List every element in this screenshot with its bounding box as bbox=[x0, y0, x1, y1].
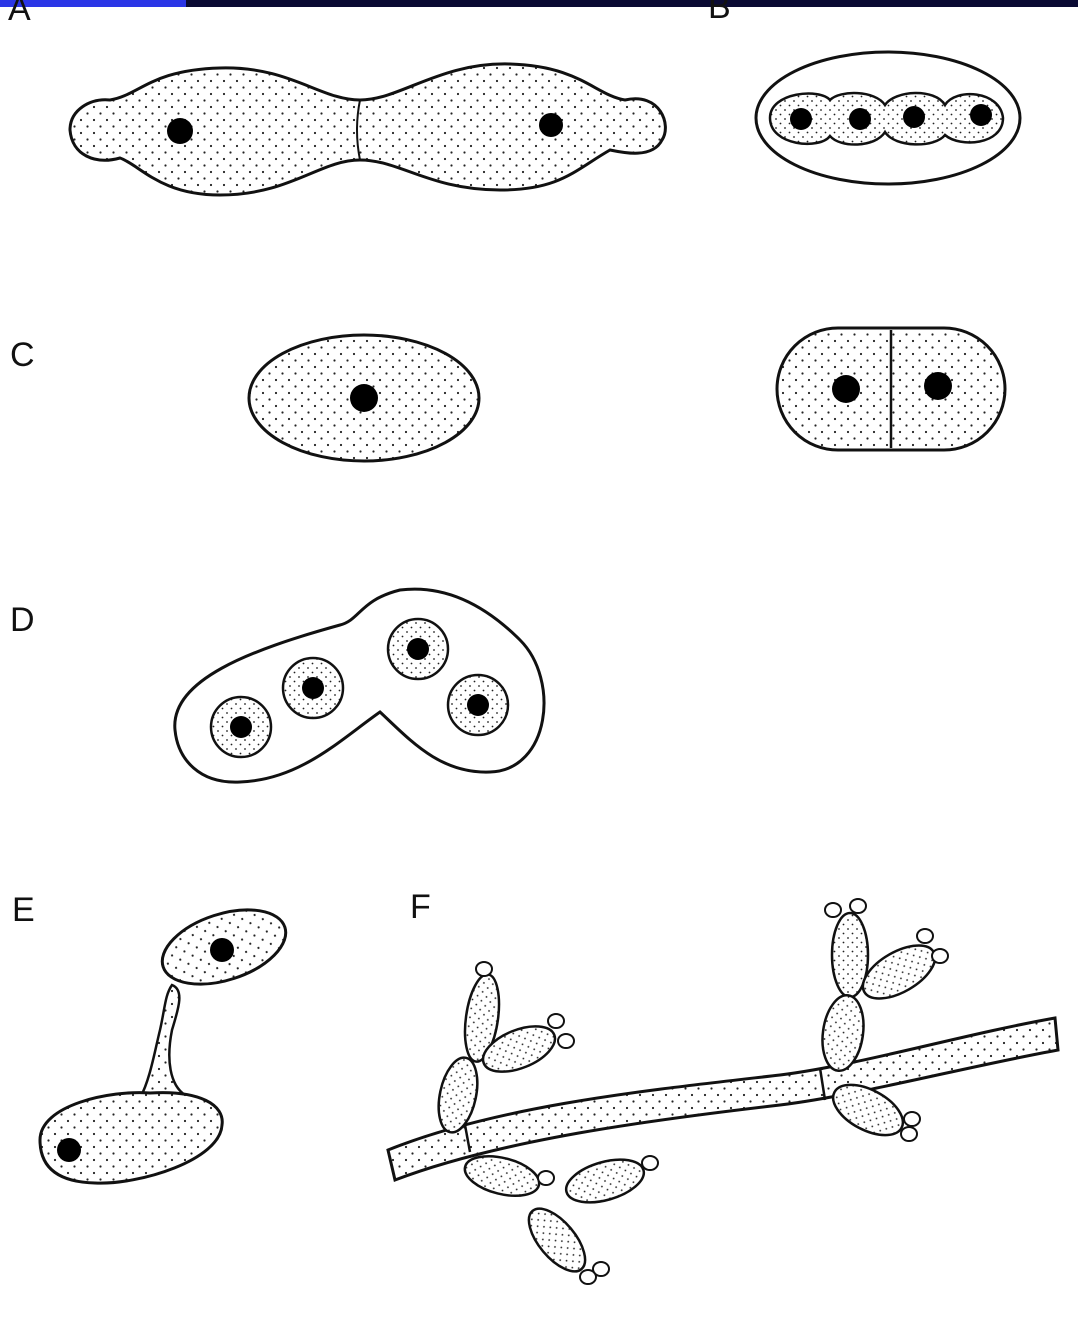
panel-label-a: A bbox=[8, 0, 31, 26]
panel-label-e: E bbox=[12, 893, 35, 927]
nucleus bbox=[539, 113, 563, 137]
budding-cell-body bbox=[70, 64, 665, 195]
bud bbox=[593, 1262, 609, 1276]
panel-label-f: F bbox=[410, 890, 431, 924]
nucleus bbox=[790, 108, 812, 130]
blastoconidium bbox=[461, 1149, 543, 1202]
panel-label-c: C bbox=[10, 338, 35, 372]
nucleus bbox=[832, 375, 860, 403]
panel-label-d: D bbox=[10, 603, 35, 637]
bud bbox=[538, 1171, 554, 1185]
nucleus bbox=[167, 118, 193, 144]
nucleus bbox=[230, 716, 252, 738]
panel-a-dividing-cell bbox=[70, 64, 665, 195]
nucleus bbox=[903, 106, 925, 128]
nucleus bbox=[970, 104, 992, 126]
nucleus bbox=[924, 372, 952, 400]
panel-label-b: B bbox=[708, 0, 731, 24]
bud bbox=[825, 903, 841, 917]
bud bbox=[904, 1112, 920, 1126]
panel-d-ascus bbox=[175, 589, 544, 782]
bud bbox=[850, 899, 866, 913]
bud bbox=[476, 962, 492, 976]
panel-c-fission-cell bbox=[777, 328, 1005, 450]
bud bbox=[932, 949, 948, 963]
nucleus bbox=[350, 384, 378, 412]
cell-body bbox=[40, 1093, 222, 1183]
bud bbox=[917, 929, 933, 943]
bud bbox=[558, 1034, 574, 1048]
conjugation-tube bbox=[140, 985, 185, 1098]
bud bbox=[642, 1156, 658, 1170]
nucleus bbox=[210, 938, 234, 962]
panel-c-single-cell bbox=[249, 335, 479, 461]
panel-f-pseudohyphae bbox=[388, 899, 1058, 1284]
nucleus bbox=[407, 638, 429, 660]
nucleus bbox=[467, 694, 489, 716]
nucleus bbox=[849, 108, 871, 130]
blastoconidium bbox=[519, 1199, 595, 1280]
blastoconidium bbox=[561, 1152, 648, 1211]
bud bbox=[901, 1127, 917, 1141]
nucleus bbox=[302, 677, 324, 699]
nucleus bbox=[57, 1138, 81, 1162]
panel-e-conjugation bbox=[40, 896, 295, 1183]
panel-b-ascus bbox=[756, 52, 1020, 184]
bud bbox=[548, 1014, 564, 1028]
